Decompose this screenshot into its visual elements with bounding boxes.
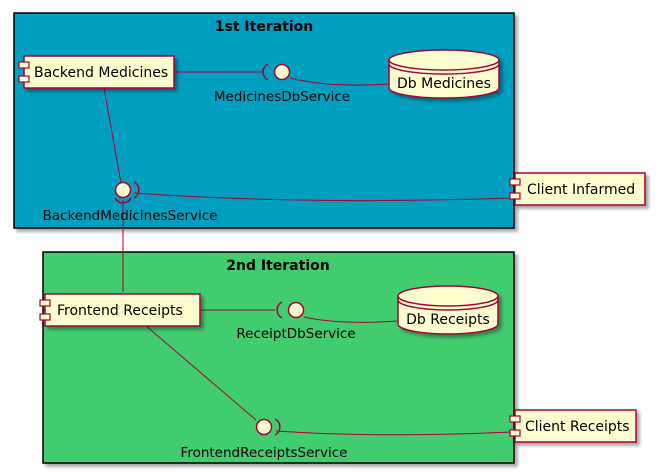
component-label: Frontend Receipts — [57, 303, 183, 319]
component-box — [514, 172, 646, 206]
interface-label: ReceiptDbService — [236, 326, 355, 342]
provided-interface-icon — [255, 418, 273, 436]
frame-1st-iteration-title: 1st Iteration — [215, 19, 313, 35]
interface-medicinesdbservice: MedicinesDbService — [214, 63, 350, 105]
database-rim — [388, 59, 500, 71]
frame-1st-iteration: 1st Iteration — [13, 12, 515, 229]
provided-interface-icon — [273, 63, 291, 81]
interface-label: FrontendReceiptsService — [181, 445, 348, 461]
database-label: Db Medicines — [397, 76, 491, 92]
component-port-icon — [39, 313, 51, 321]
component-label: Client Infarmed — [527, 182, 635, 198]
database-db-medicines[interactable]: Db Medicines — [388, 49, 500, 99]
frame-1st-iteration-background — [13, 12, 515, 229]
component-box — [44, 293, 201, 327]
required-socket-icon — [276, 301, 283, 319]
interface-backendmedicinesservice: BackendMedicinesService — [43, 181, 218, 224]
connector-dbmedicines-to-medicinesdb — [289, 77, 390, 86]
connector-clientreceipts-to-frontendservice — [275, 430, 513, 436]
interface-frontendreceiptsservice: FrontendReceiptsService — [181, 418, 348, 461]
component-port-icon — [509, 178, 521, 186]
interface-label: MedicinesDbService — [214, 89, 350, 105]
database-label: Db Receipts — [406, 312, 490, 328]
component-port-icon — [509, 192, 521, 200]
connector-frontend-to-frontendservice — [144, 324, 257, 421]
component-client-receipts[interactable]: Client Receipts — [509, 409, 637, 443]
connectors — [103, 71, 513, 436]
component-client-infarmed[interactable]: Client Infarmed — [509, 172, 646, 206]
component-box — [23, 55, 175, 89]
database-db-receipts[interactable]: Db Receipts — [397, 285, 499, 335]
database-rim — [388, 63, 500, 75]
component-label: Backend Medicines — [34, 65, 168, 81]
required-socket-icon — [262, 63, 269, 81]
provided-interface-icon — [114, 181, 132, 199]
frame-2nd-iteration-title: 2nd Iteration — [226, 258, 329, 274]
component-port-icon — [509, 415, 521, 423]
component-box — [514, 409, 637, 443]
interface-label: BackendMedicinesService — [43, 208, 218, 224]
component-port-icon — [18, 75, 30, 83]
required-socket-icon — [133, 181, 140, 199]
component-frontend-receipts[interactable]: Frontend Receipts — [39, 293, 201, 327]
component-port-icon — [509, 429, 521, 437]
component-port-icon — [18, 61, 30, 69]
required-socket-icon — [114, 197, 132, 204]
required-socket-icon — [274, 418, 281, 436]
connector-clientinfarmed-to-backendservice — [133, 192, 513, 202]
provided-interface-icon — [287, 301, 305, 319]
connector-dbreceipts-to-receiptdb — [303, 316, 399, 323]
component-port-icon — [39, 299, 51, 307]
database-rim — [397, 295, 499, 307]
database-rim — [397, 299, 499, 311]
component-label: Client Receipts — [525, 419, 630, 435]
component-backend-medicines[interactable]: Backend Medicines — [18, 55, 175, 89]
interface-receiptdbservice: ReceiptDbService — [236, 301, 356, 342]
connector-backend-to-backendservice — [103, 87, 122, 184]
